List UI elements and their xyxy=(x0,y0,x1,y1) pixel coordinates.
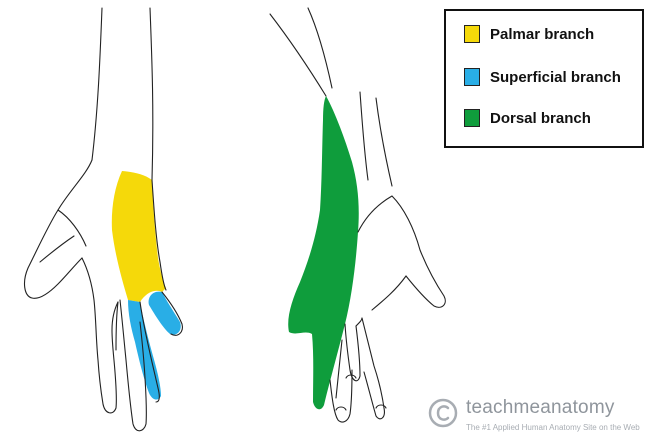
legend-swatch-superficial xyxy=(464,68,480,86)
palmar-branch-region xyxy=(112,171,166,302)
palmar-hand xyxy=(25,8,183,431)
watermark-tagline: The #1 Applied Human Anatomy Site on the… xyxy=(466,423,640,432)
legend-item-superficial: Superficial branch xyxy=(464,66,621,88)
legend-swatch-palmar xyxy=(464,25,480,43)
legend-swatch-dorsal xyxy=(464,109,480,127)
legend-label-superficial: Superficial branch xyxy=(490,69,621,86)
dorsal-hand xyxy=(270,8,445,422)
watermark-name: teachmeanatomy xyxy=(466,397,615,419)
legend-item-palmar: Palmar branch xyxy=(464,23,594,45)
legend-label-palmar: Palmar branch xyxy=(490,26,594,43)
legend-label-dorsal: Dorsal branch xyxy=(490,110,591,127)
superficial-branch-region-little-finger xyxy=(149,292,181,335)
copyright-icon xyxy=(428,398,458,428)
legend: Palmar branch Superficial branch Dorsal … xyxy=(444,9,644,148)
legend-item-dorsal: Dorsal branch xyxy=(464,107,591,129)
watermark: teachmeanatomy The #1 Applied Human Anat… xyxy=(428,396,648,440)
dorsal-branch-region xyxy=(288,96,359,409)
